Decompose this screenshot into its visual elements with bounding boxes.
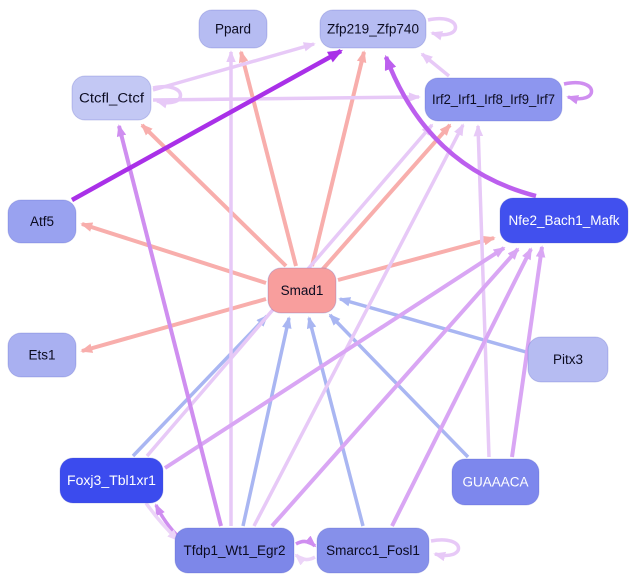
node-label: Ppard bbox=[215, 22, 251, 37]
edge-Smad1-to-Zfp219_Zfp740 bbox=[310, 50, 367, 267]
node-box[interactable] bbox=[198, 9, 268, 49]
edge-Ctcfl_Ctcf-to-Zfp219_Zfp740 bbox=[152, 42, 316, 92]
node-Pitx3[interactable]: Pitx3 bbox=[527, 336, 609, 383]
node-label: Ets1 bbox=[28, 348, 55, 363]
node-Ppard[interactable]: Ppard bbox=[198, 9, 268, 49]
edge-Foxj3_Tbl1xr1-to-Smad1 bbox=[131, 314, 269, 458]
node-Irf2[interactable]: Irf2_Irf1_Irf8_Irf9_Irf7 bbox=[424, 77, 563, 122]
edge-GUAAACA-to-Irf2 bbox=[473, 124, 491, 458]
node-box[interactable] bbox=[424, 77, 563, 122]
edge-Smarcc1_Fosl1-to-Nfe2_Bach1_Mafk bbox=[390, 247, 533, 527]
node-box[interactable] bbox=[59, 457, 164, 504]
node-box[interactable] bbox=[499, 197, 629, 244]
edge-Smad1-to-Ppard bbox=[238, 50, 298, 267]
node-label: Foxj3_Tbl1xr1 bbox=[67, 473, 156, 488]
node-Atf5[interactable]: Atf5 bbox=[7, 199, 77, 244]
node-label: Atf5 bbox=[30, 214, 54, 229]
edge-Ctcfl_Ctcf-to-Irf2 bbox=[152, 92, 421, 102]
edge-Irf2-to-Zfp219_Zfp740 bbox=[420, 52, 451, 78]
node-label: Pitx3 bbox=[553, 352, 583, 367]
edge-Nfe2_Bach1_Mafk-to-Zfp219_Zfp740 bbox=[383, 54, 537, 199]
node-label: Smad1 bbox=[281, 283, 324, 298]
node-box[interactable] bbox=[267, 267, 337, 314]
edge-Smad1-to-Ets1 bbox=[80, 297, 267, 353]
node-Tfdp1_Wt1_Egr2[interactable]: Tfdp1_Wt1_Egr2 bbox=[174, 527, 295, 574]
edge-Smad1-to-Irf2 bbox=[320, 123, 452, 272]
node-box[interactable] bbox=[174, 527, 295, 574]
edge-Tfdp1_Wt1_Egr2-to-Irf2 bbox=[252, 123, 465, 527]
node-label: Zfp219_Zfp740 bbox=[327, 22, 419, 37]
node-label: Irf2_Irf1_Irf8_Irf9_Irf7 bbox=[432, 92, 555, 107]
edge-Ctcfl_Ctcf-to-Ctcfl_Ctcf bbox=[152, 84, 183, 109]
node-Smarcc1_Fosl1[interactable]: Smarcc1_Fosl1 bbox=[316, 527, 430, 574]
node-Ctcfl_Ctcf[interactable]: Ctcfl_Ctcf bbox=[71, 75, 152, 121]
node-box[interactable] bbox=[71, 75, 152, 121]
node-Smad1[interactable]: Smad1 bbox=[267, 267, 337, 314]
edge-Tfdp1_Wt1_Egr2-to-Nfe2_Bach1_Mafk bbox=[270, 247, 520, 528]
node-label: Tfdp1_Wt1_Egr2 bbox=[183, 543, 285, 558]
edge-layer bbox=[70, 16, 594, 566]
edge-Tfdp1_Wt1_Egr2-to-Ctcfl_Ctcf bbox=[116, 124, 223, 527]
node-GUAAACA[interactable]: GUAAACA bbox=[451, 458, 540, 506]
node-label: Nfe2_Bach1_Mafk bbox=[508, 213, 619, 228]
edge-Tfdp1_Wt1_Egr2-to-Smad1 bbox=[241, 316, 292, 527]
edge-Foxj3_Tbl1xr1-to-Nfe2_Bach1_Mafk bbox=[163, 246, 506, 470]
edge-Irf2-to-Irf2 bbox=[563, 80, 594, 105]
edge-Zfp219_Zfp740-to-Zfp219_Zfp740 bbox=[427, 16, 458, 41]
node-box[interactable] bbox=[316, 527, 430, 574]
node-box[interactable] bbox=[7, 199, 77, 244]
node-label: Ctcfl_Ctcf bbox=[79, 91, 144, 106]
edge-Tfdp1_Wt1_Egr2-to-Smarcc1_Fosl1 bbox=[295, 535, 317, 548]
node-label: Smarcc1_Fosl1 bbox=[326, 543, 420, 558]
edge-GUAAACA-to-Nfe2_Bach1_Mafk bbox=[510, 245, 546, 458]
node-box[interactable] bbox=[7, 332, 77, 378]
edge-Foxj3_Tbl1xr1-to-Tfdp1_Wt1_Egr2 bbox=[144, 501, 180, 542]
edge-Smad1-to-Nfe2_Bach1_Mafk bbox=[337, 236, 496, 282]
edge-Smarcc1_Fosl1-to-Smarcc1_Fosl1 bbox=[430, 538, 461, 562]
node-Ets1[interactable]: Ets1 bbox=[7, 332, 77, 378]
node-Zfp219_Zfp740[interactable]: Zfp219_Zfp740 bbox=[319, 9, 427, 49]
node-box[interactable] bbox=[527, 336, 609, 383]
node-box[interactable] bbox=[319, 9, 427, 49]
edge-Smarcc1_Fosl1-to-Smad1 bbox=[306, 316, 365, 527]
edge-Smarcc1_Fosl1-to-Tfdp1_Wt1_Egr2 bbox=[294, 553, 316, 566]
edge-Pitx3-to-Smad1 bbox=[338, 297, 527, 354]
edge-Smad1-to-Atf5 bbox=[80, 222, 267, 285]
node-label: GUAAACA bbox=[462, 475, 528, 490]
edge-Atf5-to-Zfp219_Zfp740 bbox=[70, 49, 343, 202]
node-box[interactable] bbox=[451, 458, 540, 506]
node-Nfe2_Bach1_Mafk[interactable]: Nfe2_Bach1_Mafk bbox=[499, 197, 629, 244]
node-Foxj3_Tbl1xr1[interactable]: Foxj3_Tbl1xr1 bbox=[59, 457, 164, 504]
